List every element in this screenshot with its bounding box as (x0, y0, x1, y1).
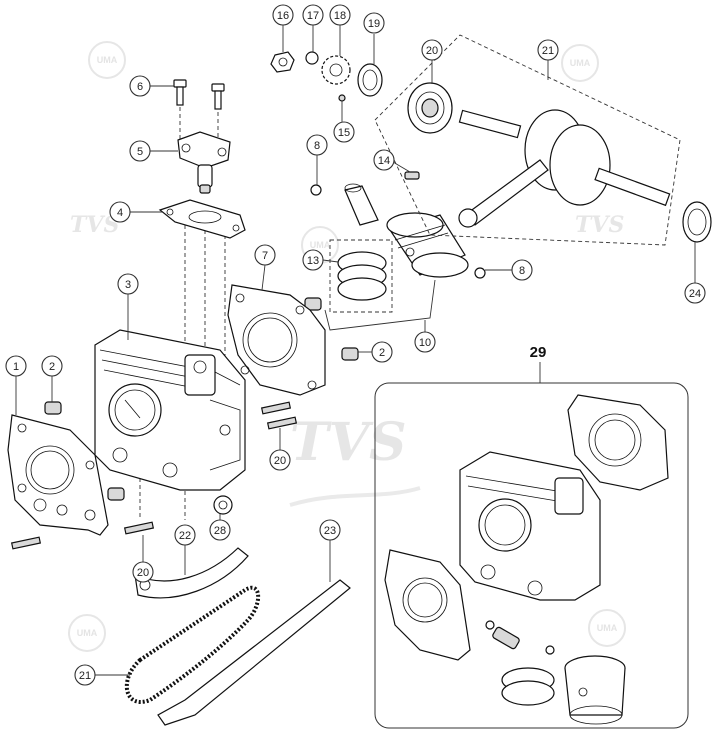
tvs-watermark-center: TVS (290, 412, 407, 473)
part-1-head-gasket (7, 414, 109, 536)
svg-text:UMA: UMA (570, 58, 591, 68)
part-19-crankshaft (374, 34, 681, 246)
part-16-timing-sprocket (321, 55, 351, 85)
part-12-key (404, 171, 420, 180)
part-14-nut (270, 51, 295, 73)
callout-3: 3 (117, 273, 139, 295)
callout-21: 21 (74, 664, 96, 686)
svg-text:6: 6 (137, 81, 143, 93)
svg-text:13: 13 (307, 255, 319, 267)
part-7-base-gasket (227, 284, 326, 396)
svg-text:23: 23 (324, 525, 336, 537)
part-6-bolts (173, 79, 225, 110)
svg-text:21: 21 (79, 670, 91, 682)
tvs-watermark-right: TVS (575, 212, 624, 238)
part-20-studs (10, 401, 298, 550)
part-10-leader-bracket (324, 279, 436, 332)
part-21-cam-chain (124, 585, 261, 704)
uma-watermark-right: UMA (561, 44, 599, 82)
callout-15: 17 (302, 4, 324, 26)
svg-text:28: 28 (214, 525, 226, 537)
svg-text:5: 5 (137, 146, 143, 158)
callout-23: 23 (319, 519, 341, 541)
callout-2-right: 2 (371, 341, 393, 363)
svg-text:1: 1 (13, 361, 19, 373)
callout-6: 6 (129, 75, 151, 97)
svg-text:UMA: UMA (597, 623, 618, 633)
callout-16: 18 (329, 4, 351, 26)
callout-5: 5 (129, 140, 151, 162)
part-11-piston-rings (329, 239, 393, 313)
svg-text:22: 22 (179, 530, 191, 542)
svg-text:4: 4 (117, 207, 123, 219)
callout-14: 16 (272, 4, 294, 26)
part-8-circlips (310, 184, 486, 279)
svg-text:2: 2 (379, 347, 385, 359)
svg-text:UMA: UMA (77, 628, 98, 638)
callout-12: 14 (373, 149, 395, 171)
part-3-cylinder-head (94, 329, 246, 491)
part-28-plug (213, 495, 233, 515)
svg-text:8: 8 (314, 140, 320, 152)
svg-text:21: 21 (542, 45, 554, 57)
piston (386, 212, 469, 278)
svg-text:20: 20 (137, 567, 149, 579)
callout-2-left: 2 (41, 355, 63, 377)
svg-text:15: 15 (338, 127, 350, 139)
svg-text:8: 8 (519, 265, 525, 277)
svg-text:20: 20 (426, 45, 438, 57)
callout-11: 13 (302, 249, 324, 271)
callout-1: 1 (5, 355, 27, 377)
svg-text:UMA: UMA (310, 240, 331, 250)
callout-18: 20 (421, 39, 443, 61)
part-15-circlip (305, 51, 319, 65)
part-24-oil-seal (682, 201, 712, 243)
svg-text:UMA: UMA (97, 55, 118, 65)
part-13-pin (338, 94, 346, 102)
svg-text:20: 20 (274, 455, 286, 467)
callout-8-right: 8 (511, 259, 533, 281)
svg-text:3: 3 (125, 279, 131, 291)
part-4-tensioner-gasket (158, 199, 246, 239)
svg-text:10: 10 (419, 337, 431, 349)
part-2-dowel-pins (44, 297, 359, 501)
callout-20-left: 20 (132, 561, 154, 583)
svg-text:2: 2 (49, 361, 55, 373)
callout-28: 28 (209, 519, 231, 541)
callout-22: 22 (174, 524, 196, 546)
uma-watermark-bottom-right: UMA (588, 609, 626, 647)
part-18-bearing (407, 82, 453, 134)
svg-text:14: 14 (378, 155, 390, 167)
svg-text:7: 7 (262, 250, 268, 262)
svg-text:16: 16 (277, 10, 289, 22)
callout-8-top: 8 (306, 134, 328, 156)
callouts: 16 17 18 19 20 21 6 15 5 8 14 4 (5, 4, 706, 686)
kit-29-label: 29 (530, 344, 547, 361)
callout-20-right: 20 (269, 449, 291, 471)
part-5-tensioner-lifter (177, 131, 231, 194)
part-17-oil-seal (357, 63, 383, 97)
part-23-chain-guide (157, 579, 351, 726)
callout-19: 21 (537, 39, 559, 61)
callout-4: 4 (109, 201, 131, 223)
svg-text:18: 18 (334, 10, 346, 22)
kit-29-box: 29 (374, 344, 689, 729)
piston-pin (344, 183, 379, 226)
uma-watermark-bottom-left: UMA (68, 614, 106, 652)
uma-watermark-left: UMA (88, 41, 126, 79)
callout-10: 10 (414, 331, 436, 353)
callout-7: 7 (254, 244, 276, 266)
callout-17: 19 (363, 12, 385, 34)
svg-text:17: 17 (307, 10, 319, 22)
callout-13: 15 (333, 121, 355, 143)
svg-text:19: 19 (368, 18, 380, 30)
callout-24: 24 (684, 282, 706, 304)
svg-text:24: 24 (689, 288, 701, 300)
